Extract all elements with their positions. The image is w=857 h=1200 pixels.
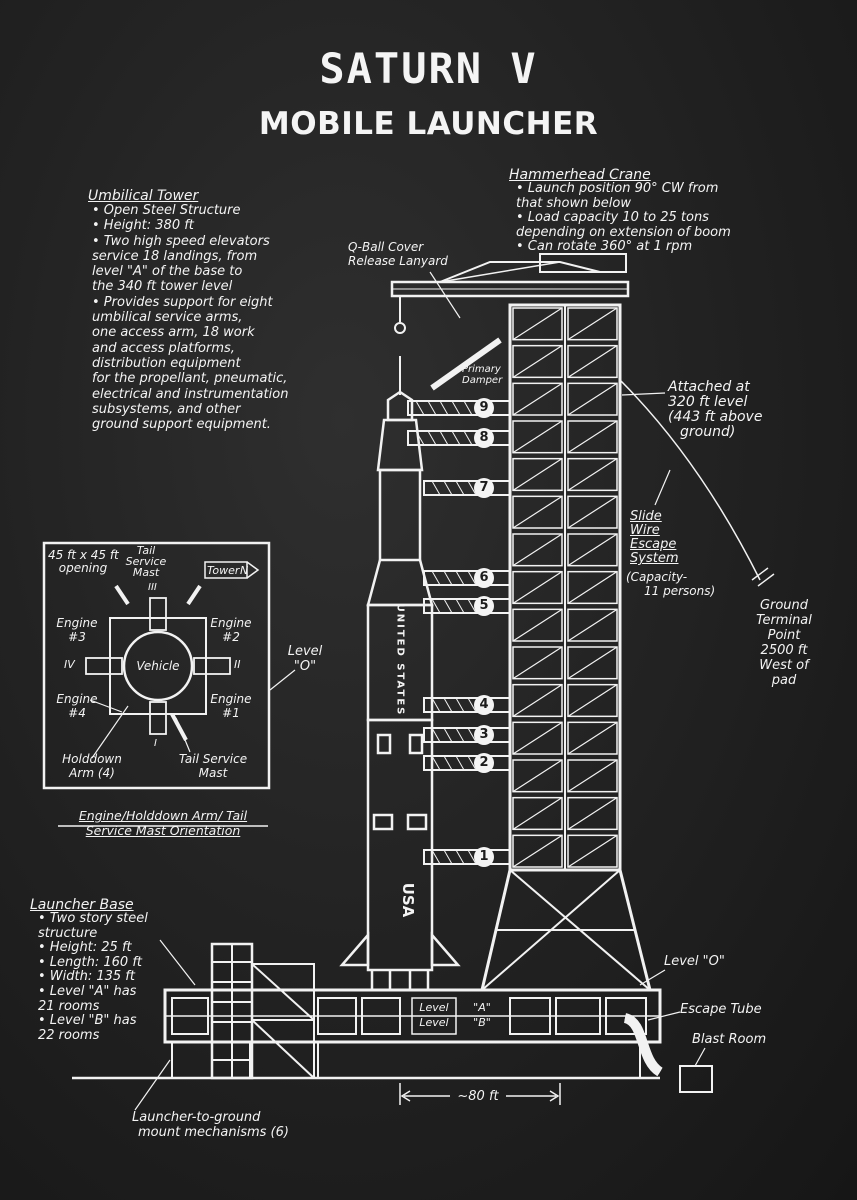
service-arm-7 [423, 480, 511, 496]
level-labels: Level Level [419, 1001, 449, 1029]
rocket-usa-label: USA [399, 882, 417, 918]
attached-callout: Attached at 320 ft level (443 ft above g… [668, 379, 763, 440]
qball-callout: Q-Ball Cover Release Lanyard [348, 240, 448, 268]
arm-badge-9: 9 [474, 398, 494, 418]
width-dimension: ~80 ft [457, 1089, 499, 1104]
holddown-label: Holddown Arm (4) [62, 752, 122, 780]
service-arm-9 [407, 400, 511, 416]
level-letters: "A" "B" [473, 1001, 491, 1029]
arm-badge-6: 6 [474, 568, 494, 588]
engine-1-label: Engine #1 [210, 692, 252, 720]
arm-badge-3: 3 [474, 725, 494, 745]
saturn-v-rocket [339, 356, 461, 990]
crane-notes: • Launch position 90° CW from that shown… [516, 181, 731, 254]
engine-4-label: Engine #4 [56, 692, 98, 720]
service-arm-6 [423, 570, 511, 586]
arm-badge-2: 2 [474, 753, 494, 773]
arm-badge-7: 7 [474, 478, 494, 498]
roman-iii: III [148, 582, 157, 593]
orientation-caption: Engine/Holddown Arm/ Tail Service Mast O… [78, 808, 248, 838]
tail-mast-top-label: Tail Service Mast [125, 544, 167, 579]
blast-room [679, 1065, 713, 1093]
base-rooms [171, 997, 647, 1035]
tail-mast-bottom-label: Tail Service Mast [178, 752, 248, 780]
ground-terminal-label: Ground Terminal Point 2500 ft West of pa… [756, 598, 812, 688]
slide-wire [619, 379, 761, 581]
orientation-diagram [42, 541, 271, 790]
service-arm-5 [423, 598, 511, 614]
arm-badge-1: 1 [474, 847, 494, 867]
rocket-stage-label: UNITED STATES [394, 603, 406, 717]
service-arm-3 [423, 727, 511, 743]
tower-letter: N [240, 564, 249, 577]
umbilical-tower-notes: • Open Steel Structure • Height: 380 ft … [92, 203, 289, 433]
primary-damper-label: Primary Damper [462, 364, 503, 386]
opening-label: 45 ft x 45 ft opening [48, 548, 119, 575]
roman-iv: IV [64, 658, 75, 671]
roman-ii: II [234, 658, 241, 671]
umbilical-tower-heading: Umbilical Tower [88, 188, 199, 204]
level-0-base-label: Level "O" [664, 954, 725, 969]
service-arm-4 [423, 697, 511, 713]
page-title: SATURN V [319, 44, 538, 93]
launcher-base-notes: • Two story steel structure • Height: 25… [38, 911, 148, 1043]
crane-heading: Hammerhead Crane [509, 167, 651, 183]
service-arm-2 [423, 755, 511, 771]
level-0-callout: Level "O" [287, 644, 323, 674]
service-arm-8 [407, 430, 511, 446]
slide-wire-label: Slide Wire Escape System [630, 509, 679, 566]
roman-i: I [154, 738, 157, 749]
capacity-label: (Capacity- 11 persons) [626, 570, 716, 598]
engine-3-label: Engine #3 [56, 616, 98, 644]
mount-mechanisms-label: Launcher-to-ground mount mechanisms (6) [132, 1110, 289, 1140]
launcher-base-heading: Launcher Base [30, 897, 134, 913]
arm-badge-4: 4 [474, 695, 494, 715]
vehicle-label: Vehicle [136, 659, 180, 673]
escape-tube-label: Escape Tube [680, 1002, 762, 1017]
blast-room-label: Blast Room [692, 1032, 767, 1047]
arm-badge-5: 5 [474, 596, 494, 616]
engine-2-label: Engine #2 [210, 616, 252, 644]
page-subtitle: MOBILE LAUNCHER [258, 106, 599, 142]
arm-badge-8: 8 [474, 428, 494, 448]
service-arm-1 [423, 849, 511, 865]
tower-arrow-label: Tower [207, 564, 240, 577]
